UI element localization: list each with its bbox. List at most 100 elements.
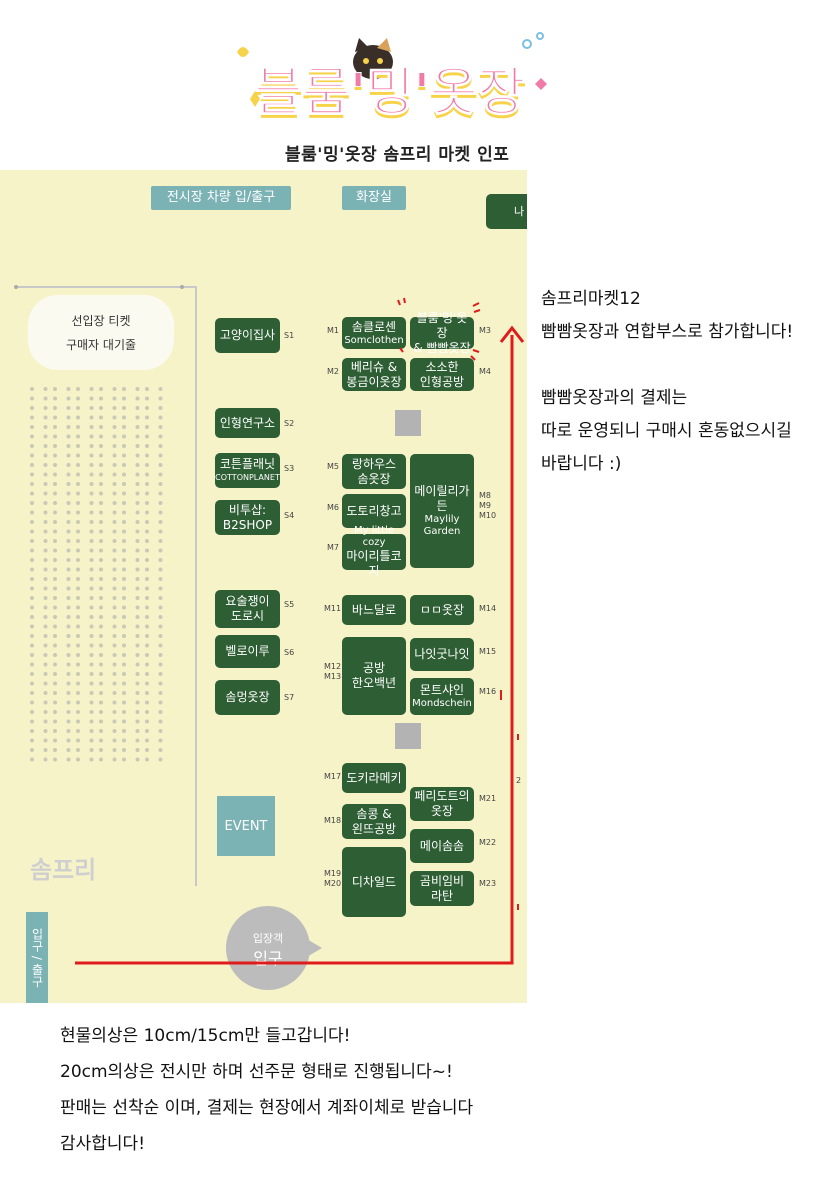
queue-dot xyxy=(112,586,117,591)
queue-dot xyxy=(30,729,34,733)
queue-dot xyxy=(99,586,103,591)
queue-dot xyxy=(30,539,34,543)
queue-dot xyxy=(112,415,117,420)
booth-name: 라탄 xyxy=(430,888,454,903)
queue-dot xyxy=(76,615,80,619)
booth-code: M2 xyxy=(327,367,339,376)
queue-dot xyxy=(135,662,140,667)
queue-dot xyxy=(122,615,126,619)
booth-name: 인형연구소 xyxy=(219,415,276,430)
m-booth: 솜콩 &왼뜨공방 xyxy=(342,804,406,839)
queue-dot xyxy=(145,586,149,591)
queue-dot xyxy=(145,719,149,724)
queue-dot xyxy=(66,482,71,486)
booth-name: 한오백년 xyxy=(351,676,397,690)
queue-dot xyxy=(30,548,34,553)
queue-dot xyxy=(43,472,48,477)
queue-dot xyxy=(66,463,71,467)
queue-dot xyxy=(53,710,57,714)
queue-dot xyxy=(145,482,149,486)
s-booth: 비투샵:B2SHOP xyxy=(215,500,280,535)
queue-dot xyxy=(43,710,48,714)
booth-code: S7 xyxy=(284,693,295,702)
queue-dot xyxy=(43,624,48,629)
queue-dots xyxy=(30,387,163,762)
queue-dot xyxy=(122,472,126,477)
notes-spacer xyxy=(541,349,826,382)
queue-dot xyxy=(76,396,80,401)
queue-dot xyxy=(66,539,71,543)
queue-dot xyxy=(158,491,163,496)
queue-dot xyxy=(112,681,117,686)
booth-code: M8 M9 M10 xyxy=(479,491,497,520)
queue-dot xyxy=(135,691,140,695)
queue-dot xyxy=(76,453,80,458)
queue-dot xyxy=(135,738,140,743)
queue-dot xyxy=(112,700,117,705)
queue-dot xyxy=(145,729,149,733)
corner-booth: 나 xyxy=(486,194,527,229)
booth-name: 도키라메키 xyxy=(346,770,402,785)
queue-dot xyxy=(112,615,117,619)
queue-dot xyxy=(122,748,126,752)
queue-dot xyxy=(145,396,149,401)
sparkle-icon xyxy=(237,32,547,112)
sales-line2: 20cm의상은 전시만 하며 선주문 형태로 진행됩니다~! xyxy=(60,1062,453,1082)
queue-dot xyxy=(112,491,117,496)
queue-dot xyxy=(135,472,140,477)
queue-dot xyxy=(112,396,117,401)
booth-code: M22 xyxy=(479,838,497,847)
queue-dot xyxy=(122,653,126,657)
queue-dot xyxy=(53,529,57,534)
queue-dot xyxy=(158,615,163,619)
queue-dot xyxy=(112,529,117,534)
queue-dot xyxy=(43,539,48,543)
queue-dot xyxy=(145,539,149,543)
queue-dot xyxy=(76,501,80,505)
queue-dot xyxy=(53,387,57,391)
queue-dot xyxy=(53,482,57,486)
booth-code: M23 xyxy=(479,879,497,888)
queue-dot xyxy=(135,510,140,515)
queue-dot xyxy=(158,425,163,429)
queue-dot xyxy=(135,501,140,505)
notes-line4: 따로 운영되니 구매시 혼동없으시길 xyxy=(541,421,792,441)
queue-dot xyxy=(112,624,117,629)
queue-dot xyxy=(66,624,71,629)
queue-dot xyxy=(43,596,48,600)
queue-dot xyxy=(76,425,80,429)
queue-dot xyxy=(43,520,48,524)
queue-dot xyxy=(30,406,34,410)
cat-face-icon xyxy=(353,38,393,79)
queue-dot xyxy=(43,719,48,724)
queue-dot xyxy=(145,605,149,610)
queue-dot xyxy=(99,482,103,486)
queue-dot xyxy=(66,672,71,676)
booth-code: M12 M13 xyxy=(324,662,342,681)
highlight-marks-icon xyxy=(397,297,481,361)
queue-dot xyxy=(89,691,94,695)
queue-dot xyxy=(66,529,71,534)
queue-dot xyxy=(53,653,57,657)
queue-dot xyxy=(76,681,80,686)
queue-dot xyxy=(89,662,94,667)
queue-dot xyxy=(122,434,126,439)
queue-dot xyxy=(66,738,71,743)
booth-name: 베리슈 & xyxy=(350,359,398,374)
queue-dot xyxy=(122,691,126,695)
queue-dot xyxy=(53,700,57,705)
queue-dot xyxy=(122,757,126,762)
queue-dot xyxy=(76,605,80,610)
booth-name: 공방 xyxy=(362,661,386,675)
booth-name: My little cozy xyxy=(353,525,395,548)
queue-dot xyxy=(89,615,94,619)
queue-dot xyxy=(53,615,57,619)
queue-dot xyxy=(43,615,48,619)
queue-dot xyxy=(158,482,163,486)
queue-dot xyxy=(112,548,117,553)
queue-dot xyxy=(53,719,57,724)
queue-dot xyxy=(99,672,103,676)
queue-dot xyxy=(158,520,163,524)
